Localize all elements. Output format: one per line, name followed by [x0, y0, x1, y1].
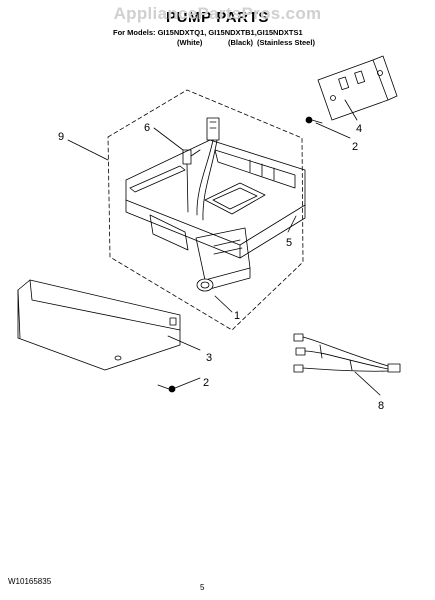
- pump-motor: [195, 227, 251, 292]
- callout-9: 9: [58, 131, 64, 143]
- leader-8: [354, 371, 381, 396]
- leader-3: [167, 335, 201, 351]
- pump-reservoir-tray: [125, 139, 306, 259]
- screw-top: [305, 116, 323, 124]
- mounting-bracket: [317, 55, 398, 121]
- wire-harness: [293, 333, 401, 373]
- assembly-dashed-outline: [107, 89, 304, 331]
- callout-1: 1: [234, 310, 240, 322]
- leader-2-bottom: [174, 377, 201, 389]
- page-number: 5: [200, 583, 205, 592]
- leader-5: [287, 215, 297, 233]
- callout-2-top: 2: [352, 141, 358, 153]
- leader-6: [153, 127, 184, 151]
- leader-9: [67, 139, 109, 161]
- callout-6: 6: [144, 122, 150, 134]
- leader-2-top: [315, 122, 351, 139]
- page-title: PUMP PARTS: [166, 9, 269, 26]
- callout-4: 4: [356, 123, 362, 135]
- watermark-text: AppliancePartsPros.com: [113, 4, 322, 23]
- leader-1: [214, 295, 233, 313]
- models-line: For Models: GI15NDXTQ1, GI15NDXTB1,GI15N…: [113, 28, 303, 37]
- callout-3: 3: [206, 352, 212, 364]
- callout-2-bottom: 2: [203, 377, 209, 389]
- variant-black: (Black): [228, 38, 254, 47]
- callout-8: 8: [378, 400, 384, 412]
- screw-bottom: [157, 384, 176, 393]
- callout-5: 5: [286, 237, 292, 249]
- float-switch: [182, 149, 201, 213]
- pump-harness-connector: [196, 117, 220, 221]
- leader-4: [344, 99, 358, 121]
- variant-stainless: (Stainless Steel): [257, 38, 315, 47]
- document-number: W10165835: [8, 577, 52, 586]
- variant-white: (White): [177, 38, 203, 47]
- pump-cover: [17, 279, 181, 371]
